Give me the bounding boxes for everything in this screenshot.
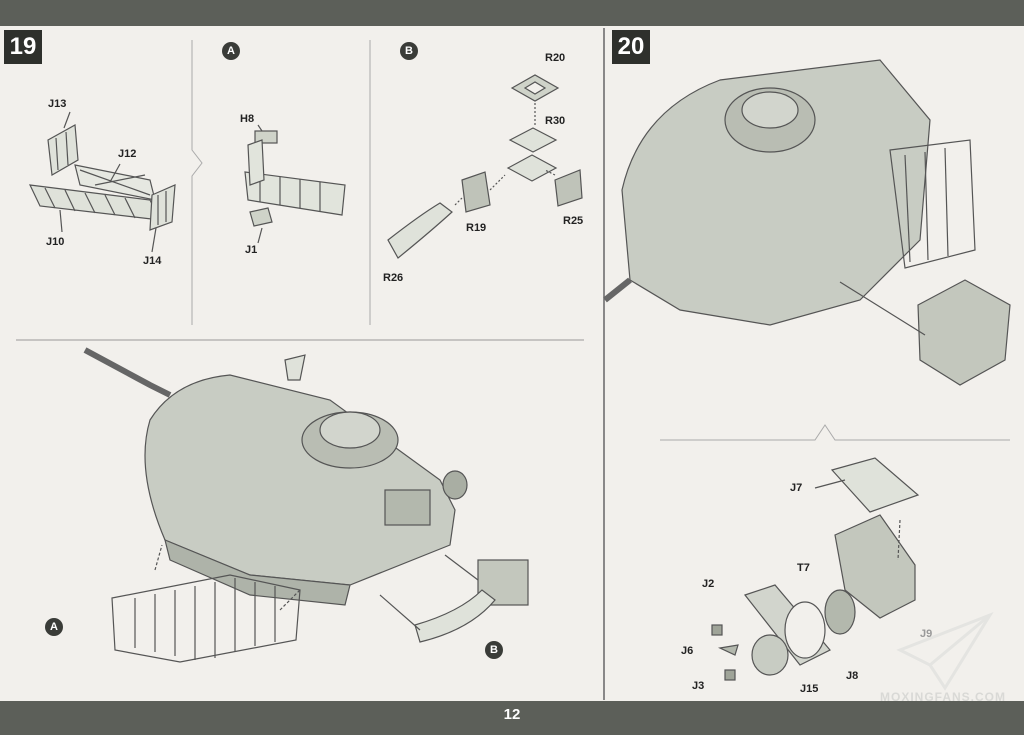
subassembly-b-callout: B [485,641,503,659]
subassembly-a-callout: A [45,618,63,636]
turret-assembly-step19 [83,347,529,663]
part-label-j6: J6 [681,645,694,657]
turret-assembly-step20 [603,59,1011,386]
part-label-r30: R30 [545,115,566,127]
watermark-text: MOXINGFANS.COM [880,690,1007,704]
page-number: 12 [503,706,521,723]
part-label-j14: J14 [143,255,162,267]
step-20-number: 20 [612,30,650,64]
part-label-t7: T7 [797,562,810,574]
top-bar [0,0,1024,26]
step-19-number: 19 [4,30,42,64]
part-label-r25: R25 [563,215,584,227]
subassembly-b-diagram [387,74,583,259]
subassembly-b-marker: B [400,42,418,60]
watermark-logo [896,611,994,691]
part-label-j9: J9 [920,628,933,640]
railing-parts-diagram [28,111,176,253]
part-label-r19: R19 [466,222,487,234]
part-label-j15: J15 [800,683,819,695]
bottom-bar [0,701,1024,735]
subassembly-a-marker: A [222,42,240,60]
part-label-j2: J2 [702,578,715,590]
part-label-r20: R20 [545,52,566,64]
stowage-box-parts [711,457,920,681]
step20-subassembly-divider [660,424,1010,441]
part-label-j13: J13 [48,98,67,110]
part-label-h8: H8 [240,113,255,125]
part-label-j7: J7 [790,482,803,494]
part-label-j3: J3 [692,680,705,692]
part-label-j10: J10 [46,236,65,248]
part-label-j8: J8 [846,670,859,682]
step19-ab-divider [191,40,203,325]
part-label-j1: J1 [245,244,258,256]
part-label-r26: R26 [383,272,404,284]
part-label-j12: J12 [118,148,137,160]
subassembly-a-diagram [244,124,346,244]
